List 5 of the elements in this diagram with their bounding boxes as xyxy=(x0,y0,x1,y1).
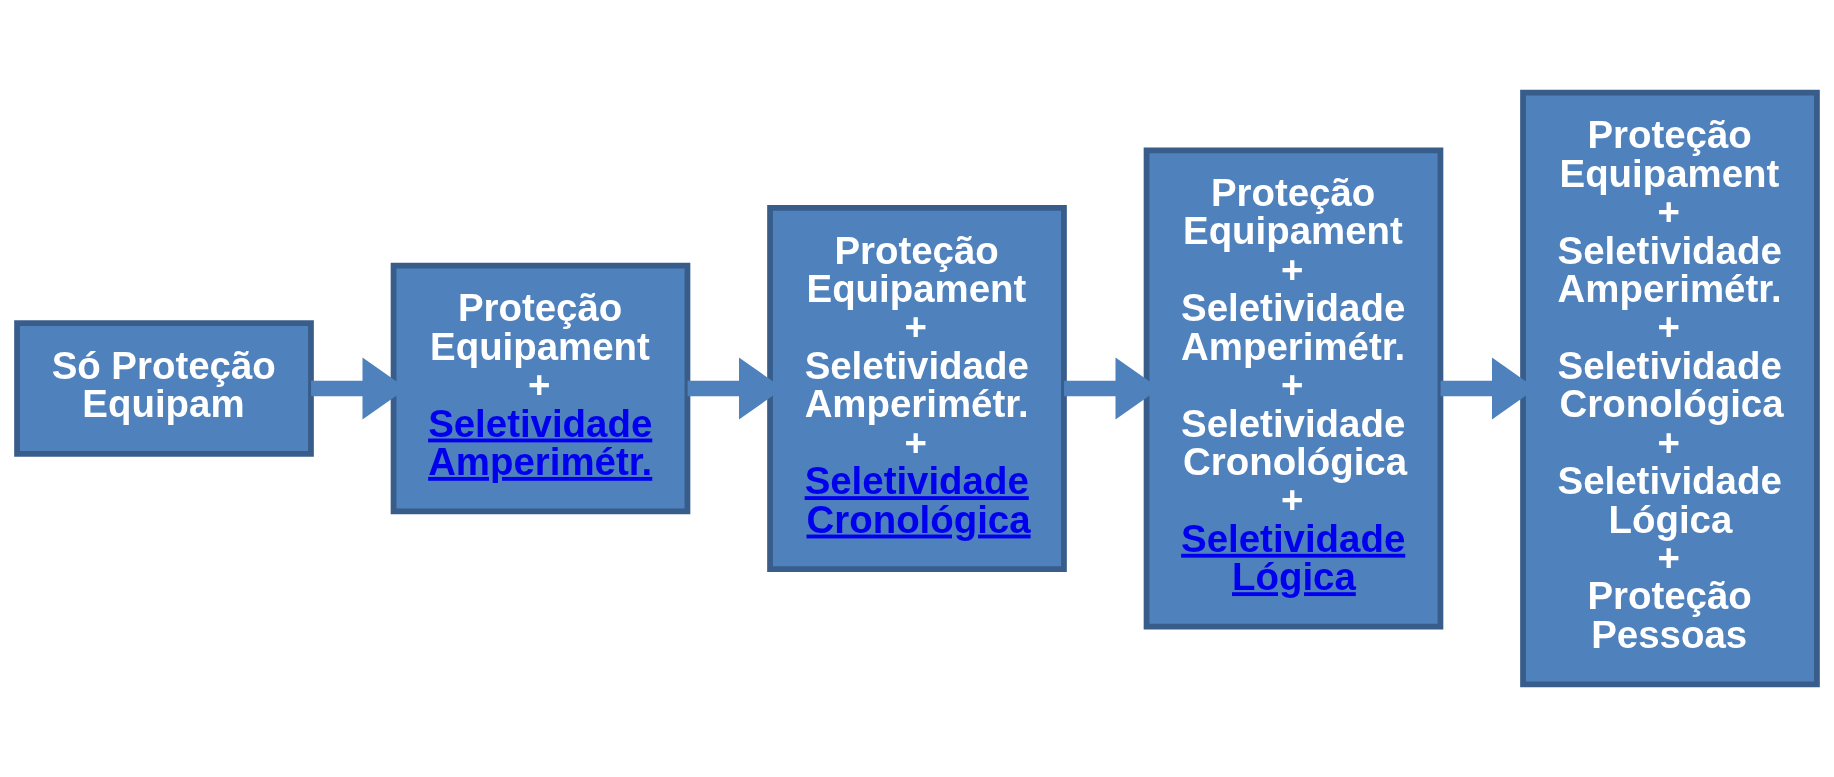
node-box: Proteção Equipament + Seletividade Amperimétr. + Seletividade Cronológica + Seletividade Lógica + Proteção Pessoas xyxy=(1520,89,1820,688)
node-box: Só Proteção Equipam xyxy=(14,320,314,457)
node-box: Proteção Equipament + Seletividade Amperimétr. xyxy=(390,262,691,515)
node-box: Proteção Equipament + Seletividade Amperimétr. + Seletividade Cronológica + Seletividade Lógica xyxy=(1143,147,1444,630)
node-box: Proteção Equipament + Seletividade Amperimétr. + Seletividade Cronológica xyxy=(767,205,1067,572)
